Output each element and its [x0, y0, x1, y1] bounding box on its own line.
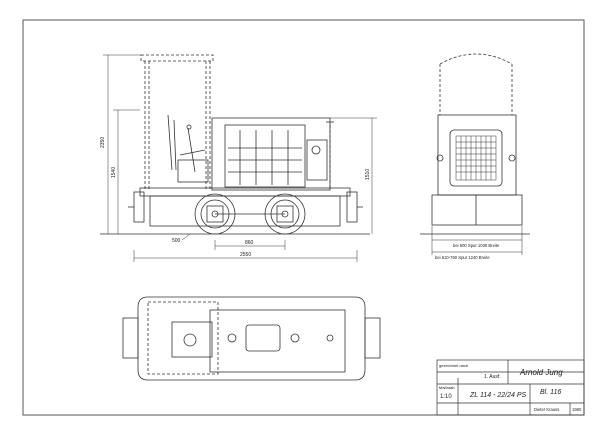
plan-cap-1 [227, 333, 237, 343]
plan-engine-hood [209, 309, 346, 373]
tb-manufacturer: Arnold Jung [519, 368, 563, 377]
front-view [420, 53, 530, 235]
dim-height-body: 1540 [111, 167, 117, 178]
tb-author: Dieter Krauss [534, 407, 559, 412]
tb-edition: 1. Ausf. [484, 374, 501, 380]
gauge-note-1: bei 600 Spur 1030 Breite [453, 243, 500, 248]
front-buffer-beam [431, 194, 523, 226]
tb-scale-label: Maßstab [439, 385, 455, 390]
side-view [100, 54, 370, 235]
sheet-border [22, 19, 585, 416]
plan-buffer-left [122, 317, 139, 359]
plan-filler-hatch [245, 324, 281, 352]
front-canopy [439, 53, 513, 115]
plan-control-box [171, 321, 213, 358]
plan-cap-2 [290, 333, 300, 343]
dim-wheel-diameter: 500 [172, 238, 181, 244]
engine-hood [211, 117, 334, 191]
tb-drawn-after-label: gezeichnet nach [439, 363, 468, 368]
tb-scale: 1:10 [440, 394, 452, 400]
plan-cap-3 [326, 334, 334, 342]
dim-length: 2550 [240, 252, 251, 258]
headlamp-right [508, 154, 516, 162]
plan-cab-area [147, 301, 219, 375]
tb-sheet: Bl. 116 [540, 389, 561, 396]
front-dimensions [431, 226, 523, 255]
gauge-note-2: bei 610-760 Spur 1240 Breite [435, 255, 490, 260]
dim-height-total: 2350 [100, 137, 106, 148]
dim-wheelbase: 860 [245, 240, 254, 246]
radiator-grille [455, 135, 497, 181]
plan-buffer-right [364, 317, 381, 359]
dim-height-side: 1510 [365, 169, 371, 180]
radiator-frame [449, 129, 503, 187]
title-block [436, 359, 585, 416]
cab-canopy [140, 54, 214, 190]
plan-view [122, 296, 381, 381]
plan-outline [137, 296, 366, 381]
headlamp-left [436, 154, 444, 162]
loco-frame [128, 187, 363, 227]
control-levers [167, 114, 209, 183]
tb-year: 1980 [572, 407, 582, 412]
side-dimensions [103, 54, 377, 262]
tb-model: ZL 114 - 22/24 PS [469, 392, 526, 399]
